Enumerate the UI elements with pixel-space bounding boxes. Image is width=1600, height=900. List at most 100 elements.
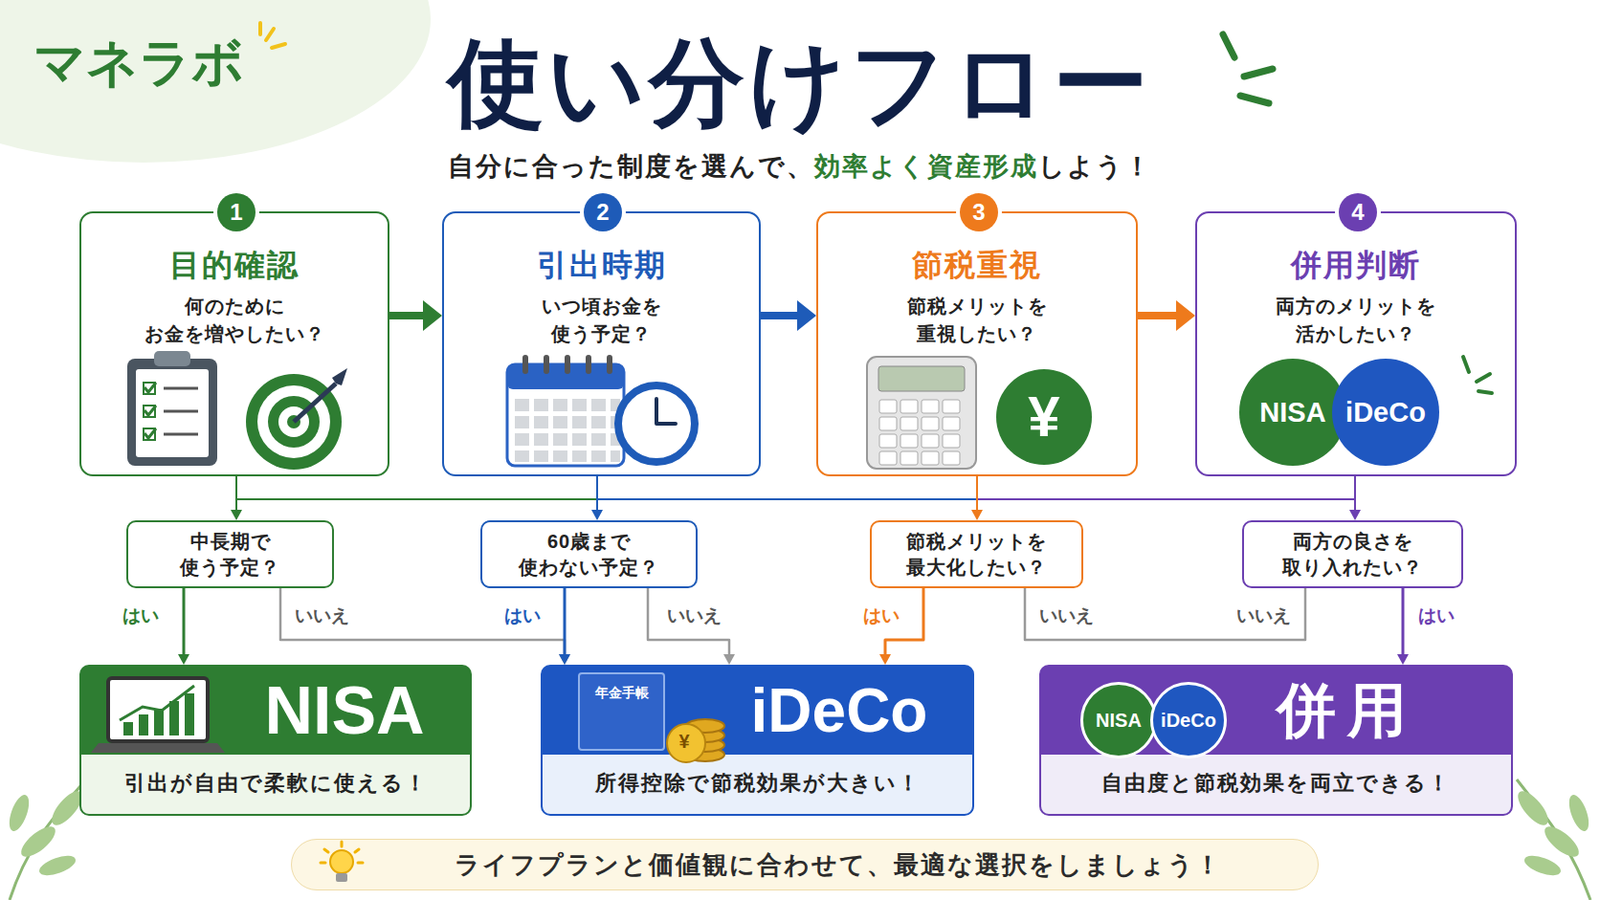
icon-part [143,382,156,441]
icon-part [169,701,179,736]
step-heading: 引出時期 [536,244,667,287]
tip-text: ライフプランと価値観に合わせて、最適な選択をしましょう！ [454,848,1223,882]
icon-part [163,410,199,414]
icon-part [163,388,199,435]
icon-part [1463,356,1492,394]
icon-part [1463,356,1469,373]
branch-bus [236,498,1356,501]
arrow-head [230,510,243,521]
arrow-head [723,654,735,666]
icon-part [123,722,134,736]
question-box: 60歳まで 使わない予定？ [480,520,698,589]
connector [235,476,238,513]
branch-label: いいえ [1234,604,1293,628]
step-number-circle: 1 [217,193,256,232]
step-question: 節税メリットを 重視したい？ [876,292,1078,349]
icon-part [330,850,354,874]
result-body: 所得控除で節税効果が大きい！ [542,755,973,813]
branch-label: はい [120,604,161,628]
icon-part [543,355,550,375]
tip-pill: ライフプランと価値観に合わせて、最適な選択をしましょう！ [290,839,1319,891]
step-number: 1 [229,199,243,226]
icon-part [90,743,225,754]
title-sparkle [1222,34,1273,104]
branch-label: いいえ [292,604,352,628]
subtitle-text: しよう！ [1038,147,1153,186]
result-heading: iDeCo [724,666,955,756]
logo-sparkle [260,22,286,48]
subtitle-text: 自分に合った制度を選んで、 [447,147,815,186]
subtitle-text: 効率よく資産形成 [814,147,1039,186]
connector [596,476,599,513]
branch-label: はい [502,604,543,628]
step-heading: 併用判断 [1290,244,1422,287]
step-number-circle: 3 [959,193,999,232]
step-heading: 目的確認 [169,244,300,287]
icon-part [245,374,342,470]
step-question: いつ頃お金を 使う予定？ [501,292,703,349]
venn-circle: NISA [1080,682,1157,759]
leaves-right [1512,779,1593,900]
icon-part [258,22,263,35]
icon-part [585,355,592,375]
icon-part [878,399,963,468]
icon-part [236,498,598,501]
icon-part [512,397,621,463]
icon-part [143,382,156,395]
icon-part [656,399,676,424]
branch-label: はい [861,604,902,628]
branch-label: はい [1416,604,1457,628]
icon-part [1476,374,1490,382]
step-number: 2 [596,199,609,226]
icon-part [357,862,363,866]
icon-part [564,355,571,375]
icon-part [878,366,965,392]
venn-label: NISA [1095,709,1142,733]
icon-part [1244,68,1273,77]
icon-part [1539,822,1583,863]
connector [280,588,565,658]
result-heading: NISA [224,666,465,756]
yen-circle: ¥ [996,369,1092,466]
step-box: 引出時期いつ頃お金を 使う予定？2 [442,211,761,477]
venn-label: iDeCo [1160,709,1217,733]
arrow-head [1176,300,1196,332]
icon-part [143,405,156,418]
icon-part [5,792,34,834]
icon-part [119,686,195,721]
icon-part [332,368,348,386]
icon-part [154,709,164,736]
icon-part [1521,852,1563,881]
icon-part [266,28,274,41]
icon-part [320,842,363,864]
icon-part [143,428,156,441]
question-box: 中長期で 使う予定？ [126,520,334,589]
icon-part [163,433,199,437]
connector [760,311,803,320]
icon-part [144,405,156,416]
icon-part [36,852,78,881]
icon-part [184,693,195,736]
connector [1354,476,1356,513]
leaves-left [5,779,88,900]
connector [182,588,186,658]
venn-label: NISA [1259,396,1326,429]
question-text: 60歳まで 使わない予定？ [514,529,665,581]
icon-part [163,387,199,391]
result-body: 自由度と節税効果を両立できる！ [1041,755,1512,813]
icon-part [320,862,326,866]
coin-yen: ¥ [669,730,699,754]
step-box: 目的確認何のために お金を増やしたい？1 [79,211,390,477]
subtitle-row: 自分に合った制度を選んで、効率よく資産形成しよう！ [0,147,1600,186]
connector [1401,588,1405,658]
arrow-head [591,510,603,521]
icon-part [666,724,706,763]
icon-part [977,498,1356,501]
connector [563,588,567,658]
icon-part [144,428,156,439]
connector [1024,588,1306,641]
step-box: 併用判断両方のメリットを 活かしたい？4NISAiDeCo [1195,211,1517,477]
branch-label: いいえ [1037,604,1096,628]
question-text: 中長期で 使う予定？ [155,529,306,581]
